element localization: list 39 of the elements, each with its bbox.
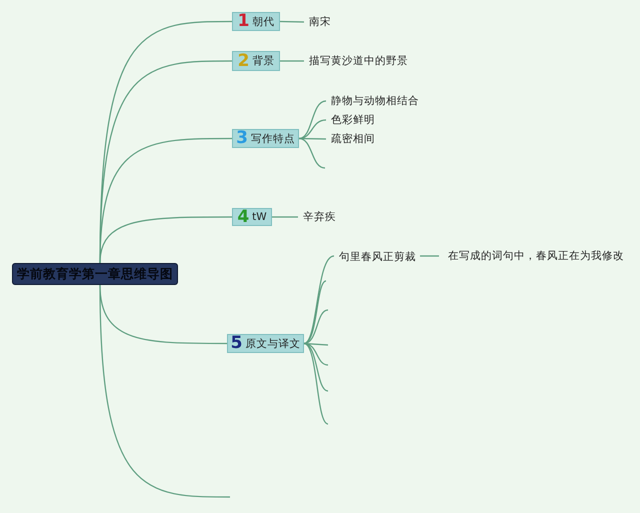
branch-line <box>99 216 232 264</box>
branch-line <box>298 119 326 140</box>
topic-label: 原文与译文 <box>245 336 300 350</box>
topic-label: 朝代 <box>252 14 274 28</box>
topic-label: 写作特点 <box>250 132 295 146</box>
topic-number: 5 <box>230 335 242 352</box>
branch-line <box>304 342 328 392</box>
topic-box <box>232 12 280 31</box>
topic-number: 3 <box>236 130 248 147</box>
branch-line <box>420 255 439 257</box>
topic-box <box>232 129 299 148</box>
branch-text: 疏密相间 <box>326 130 375 148</box>
central-topic-box <box>12 263 178 285</box>
branch-line <box>304 342 328 425</box>
topic-number: 4 <box>237 208 250 226</box>
topic-label: 背景 <box>252 54 274 68</box>
topic-box <box>227 334 304 353</box>
branch-line <box>280 60 304 62</box>
branch-text: 辛弃疾 <box>298 208 336 226</box>
topic-box <box>232 208 272 226</box>
topic-box <box>232 51 280 71</box>
topic-number: 1 <box>238 13 250 30</box>
branch-text: 句里春风正剪裁 <box>334 248 416 264</box>
branch-line <box>298 100 326 140</box>
branch-line <box>99 284 230 498</box>
branch-line <box>280 20 304 23</box>
topic-number: 2 <box>238 52 250 70</box>
branch-line <box>298 138 326 140</box>
branch-text: 在写成的词句中，春风正在为我修改 <box>443 247 624 265</box>
branch-text: 色彩鲜明 <box>326 111 375 129</box>
branch-line <box>304 280 326 344</box>
branch-text: 南宋 <box>304 13 331 31</box>
central-topic-title: 学前教育学第一章思维导图 <box>17 266 173 282</box>
topic-label: tW <box>252 211 267 223</box>
branch-line <box>304 255 334 344</box>
branch-text: 描写黄沙道中的野景 <box>304 52 408 70</box>
branch-line <box>298 138 326 169</box>
branch-line <box>272 216 298 218</box>
branch-text: 静物与动物相结合 <box>326 92 419 110</box>
